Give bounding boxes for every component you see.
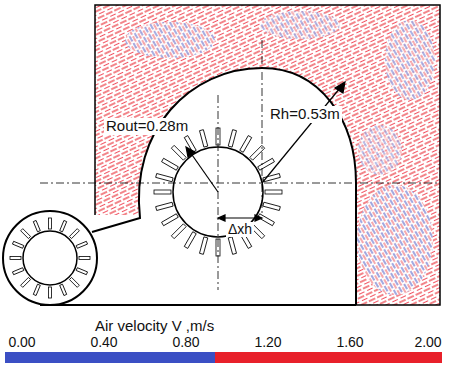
blade: [258, 158, 275, 170]
blade: [21, 277, 31, 287]
blade: [162, 158, 179, 170]
colorbar: [5, 352, 442, 363]
blade: [69, 277, 79, 287]
blade: [12, 268, 23, 275]
blade: [263, 174, 280, 182]
center-lines: [40, 40, 440, 290]
radius-arrows: [186, 82, 345, 221]
blade: [156, 202, 173, 210]
blade: [154, 190, 171, 194]
blade: [258, 214, 275, 226]
blade: [250, 145, 265, 160]
blade: [265, 190, 282, 194]
blade: [10, 257, 21, 260]
blade: [228, 237, 236, 254]
domain-border: [95, 5, 440, 305]
blade: [21, 229, 31, 239]
blade: [79, 257, 90, 260]
blade: [171, 145, 186, 160]
blade: [263, 202, 280, 210]
blade: [12, 241, 23, 248]
blade: [69, 229, 79, 239]
scroll-casing: [92, 68, 356, 305]
radius-label: Rh=0.53m: [268, 106, 342, 123]
legend-title: Air velocity V ,m/s: [95, 318, 214, 335]
blade: [49, 287, 52, 298]
blade: [184, 232, 196, 249]
blade: [200, 237, 208, 254]
blade: [228, 130, 236, 147]
blade: [49, 218, 52, 229]
radius-label: Rout=0.28m: [104, 118, 190, 135]
blade: [162, 214, 179, 226]
blade: [60, 284, 67, 295]
casing-bottom: [40, 304, 356, 306]
tick-label: 1.60: [336, 335, 363, 350]
tick-label: 0.40: [90, 335, 117, 350]
offset-label: Δxh: [226, 222, 254, 237]
blade: [171, 224, 186, 239]
blade: [200, 130, 208, 147]
blade: [33, 284, 40, 295]
tick-label: 0.80: [172, 335, 199, 350]
blade: [60, 220, 67, 231]
blade: [240, 136, 252, 153]
tick-label: 1.20: [254, 335, 281, 350]
tick-label: 2.00: [414, 335, 441, 350]
small-impeller-ring: [23, 231, 77, 285]
blade: [156, 174, 173, 182]
small-impeller-blades: [10, 218, 90, 298]
blade: [33, 220, 40, 231]
blade: [76, 241, 87, 248]
small-housing: [3, 211, 97, 305]
blade: [76, 268, 87, 275]
tick-label: 0.00: [8, 335, 35, 350]
